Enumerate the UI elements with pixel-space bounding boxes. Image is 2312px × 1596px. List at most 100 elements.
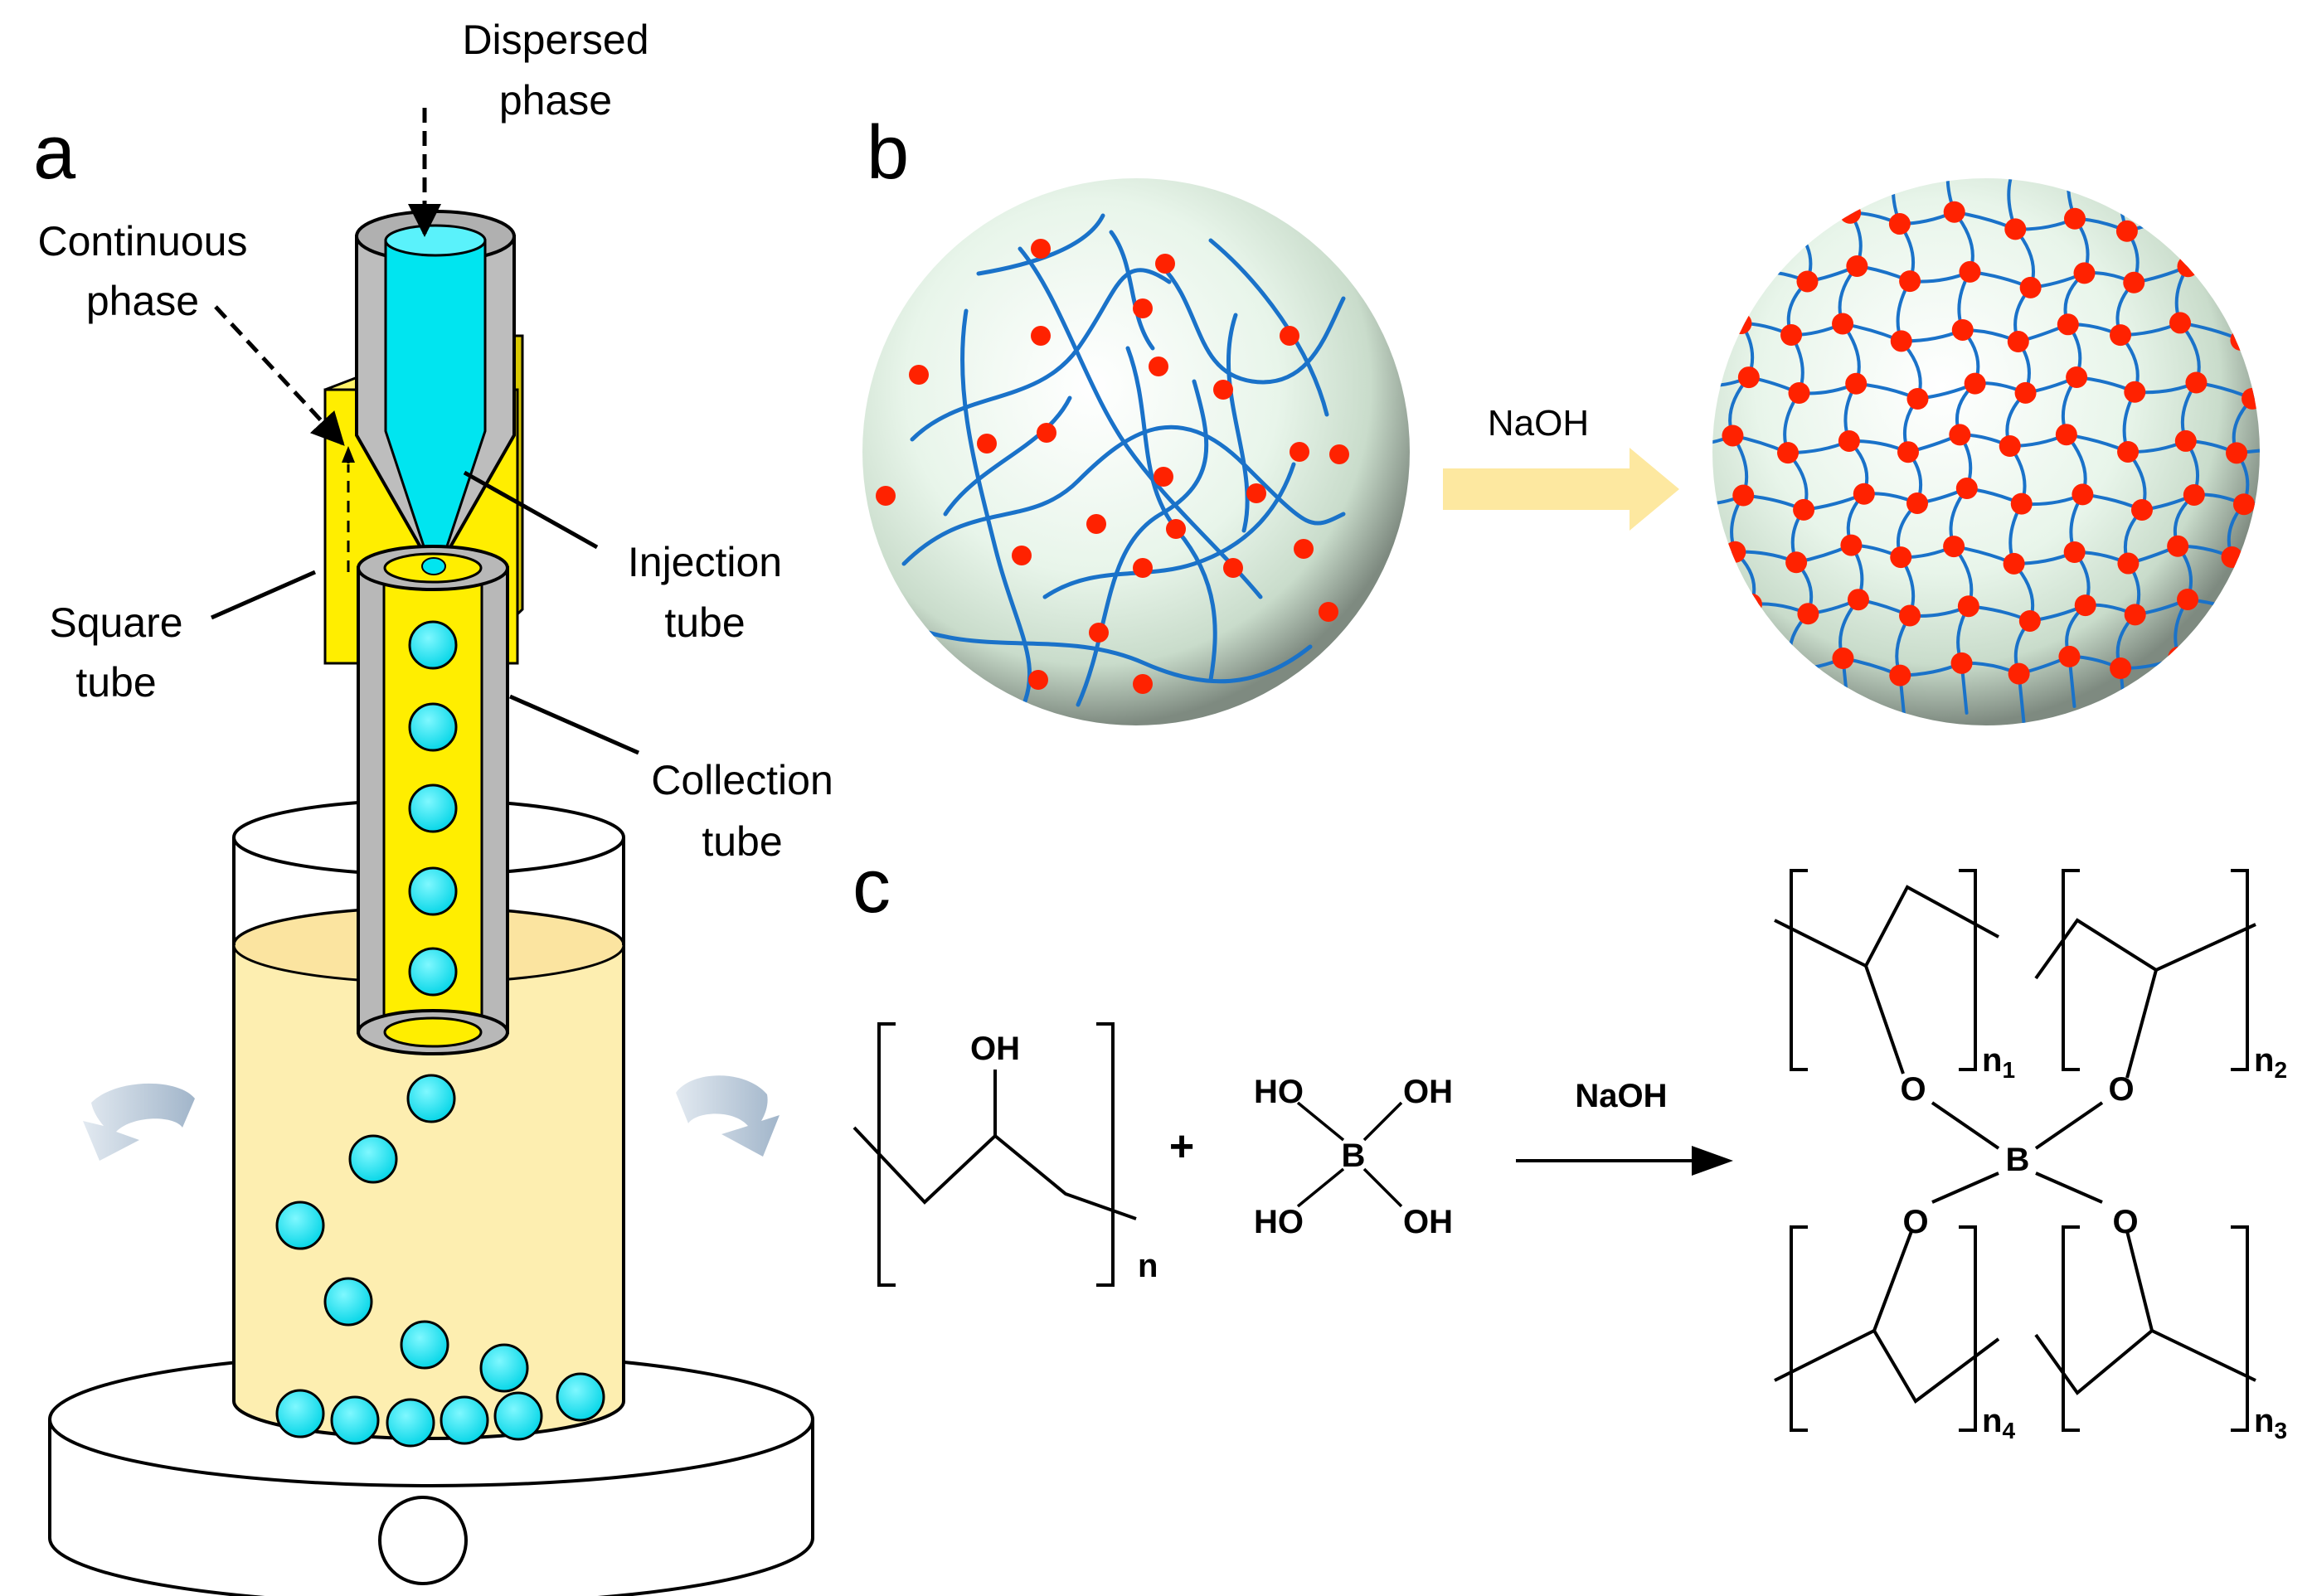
borate-dot	[909, 365, 929, 385]
crosslink-dot	[1796, 270, 1819, 293]
borate-dot	[1223, 558, 1243, 578]
panel-c-letter: c	[852, 844, 891, 929]
network-strand-vertical	[2115, 179, 2147, 720]
crosslink-dot	[2168, 646, 2190, 668]
product-n4: n4	[1982, 1403, 2015, 1443]
crosslink-dot	[1897, 441, 1919, 463]
borate-dot	[1012, 546, 1032, 565]
crosslink-dot	[2169, 312, 2192, 334]
borate-dot	[1280, 326, 1299, 346]
borate-dot	[1133, 298, 1153, 318]
network-strand-vertical	[1783, 178, 1814, 720]
droplet	[408, 866, 458, 916]
crosslink-dot	[2242, 387, 2260, 410]
borate-dot	[1028, 670, 1048, 690]
droplet	[348, 1134, 398, 1184]
borate-ions-free	[876, 239, 1349, 694]
droplet	[275, 1389, 325, 1438]
label-collection-tube: Collection	[651, 757, 833, 803]
plus-sign: +	[1169, 1123, 1194, 1171]
crosslink-dot	[1899, 270, 1921, 293]
crosslink-dot	[2073, 262, 2096, 284]
borate-dot	[1133, 674, 1153, 694]
naoh-arrow-label: NaOH	[1488, 403, 1589, 444]
crosslink-dot	[1722, 424, 1744, 447]
crosslink-dot	[2063, 541, 2086, 563]
crosslink-dot	[1845, 372, 1868, 395]
crosslink-dot	[2110, 324, 2132, 347]
crosslink-dot	[2232, 493, 2255, 516]
crosslink-dot	[1949, 424, 1971, 446]
borate-dot	[1154, 467, 1173, 487]
borate-dot	[1290, 442, 1309, 462]
network-strand-vertical	[1838, 178, 1869, 711]
crosslink-dot	[1740, 593, 1762, 615]
crosslink-dot	[2007, 331, 2029, 353]
droplet	[386, 1398, 435, 1448]
crosslink-dot	[1838, 429, 1860, 452]
crosslink-dot	[1730, 313, 1752, 335]
boric-oh-br: OH	[1403, 1204, 1453, 1240]
bead-uncrosslinked	[862, 178, 1410, 725]
network-strand-vertical	[2005, 178, 2035, 725]
product-o-tr: O	[2108, 1071, 2134, 1108]
borate-dot	[1329, 444, 1349, 464]
stirrer-knob[interactable]	[378, 1496, 468, 1585]
boric-b: B	[1342, 1138, 1366, 1174]
crosslink-dot	[1951, 318, 1974, 341]
crosslink-dot	[1777, 442, 1800, 464]
naoh-arrow: NaOH	[1443, 403, 1679, 531]
borate-dot	[1149, 357, 1168, 376]
crosslink-dot	[1959, 260, 1981, 283]
droplet	[330, 1395, 380, 1445]
label-collection-tube-2: tube	[702, 818, 782, 865]
crosslink-dot	[1899, 604, 1921, 627]
crosslink-dot	[1832, 648, 1854, 670]
reaction-arrow: NaOH	[1516, 1078, 1733, 1176]
crosslink-dot	[1741, 261, 1764, 284]
crosslink-dot	[2008, 662, 2030, 685]
crosslink-dot	[2004, 218, 2027, 240]
label-square-tube: Square	[49, 599, 182, 646]
borate-dot	[1246, 483, 1266, 503]
borate-dot	[1089, 623, 1109, 643]
crosslink-dot	[2130, 498, 2153, 521]
crosslink-dot	[2066, 366, 2088, 389]
network-strand-vertical	[2061, 178, 2091, 708]
boric-oh-tr: OH	[1403, 1074, 1453, 1110]
crosslink-dot	[2177, 255, 2199, 278]
boric-ho-tl: HO	[1254, 1074, 1304, 1110]
crosslink-dot	[2237, 269, 2260, 292]
crosslink-dot	[2185, 371, 2208, 394]
crosslink-dot	[1890, 330, 1912, 352]
crosslink-dot	[1785, 219, 1808, 241]
crosslink-dot	[2166, 203, 2188, 226]
product-o-bl: O	[1902, 1204, 1928, 1240]
crosslink-dot	[2117, 440, 2140, 463]
label-injection-tube-2: tube	[664, 599, 745, 646]
panel-b-letter: b	[867, 110, 909, 195]
crosslink-dot	[1832, 313, 1854, 335]
rotation-arrow-right-icon	[676, 1075, 780, 1157]
crosslink-dot	[1793, 498, 1815, 521]
borate-dot	[1155, 254, 1175, 274]
crosslink-dot	[1785, 551, 1808, 574]
crosslink-dot	[1906, 387, 1929, 410]
borate-dot	[1294, 539, 1314, 559]
crosslink-dot	[1730, 644, 1752, 667]
crosslink-dot	[2014, 381, 2037, 404]
droplet	[440, 1395, 489, 1445]
network-strand-vertical	[1891, 178, 1923, 725]
droplet	[408, 702, 458, 752]
crosslink-dot	[1846, 255, 1868, 278]
droplet-forming	[421, 557, 446, 575]
label-continuous-phase-2: phase	[86, 278, 199, 324]
label-dispersed-phase-2: phase	[499, 77, 612, 124]
crosslink-dot	[1737, 366, 1760, 389]
product-o-br: O	[2112, 1204, 2138, 1240]
crosslink-dot	[1964, 372, 1986, 395]
product-o-tl: O	[1900, 1071, 1926, 1108]
label-dispersed-phase: Dispersed	[462, 17, 648, 63]
crosslink-dot	[2018, 609, 2041, 632]
crosslink-dot	[1732, 484, 1755, 507]
